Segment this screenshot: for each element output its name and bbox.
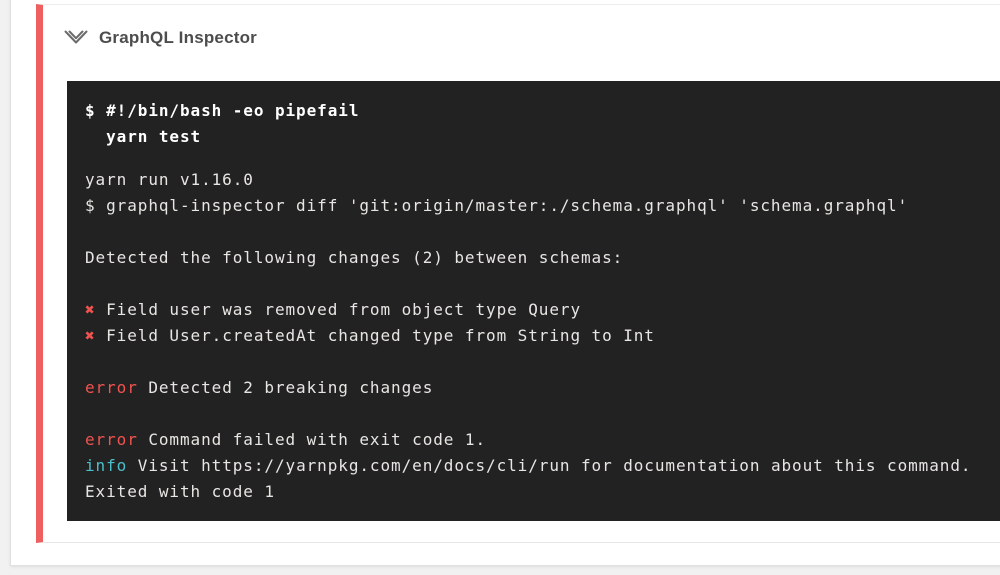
terminal-output-line: yarn run v1.16.0 [85,170,254,189]
terminal-command-line: $ #!/bin/bash -eo pipefail [85,101,360,120]
terminal-output-line: Exited with code 1 [85,482,275,501]
terminal-output-line: ✖ Field User.createdAt changed type from… [85,326,655,345]
terminal-blank-line [85,349,1000,375]
build-step-card: GraphQL Inspector $ #!/bin/bash -eo pipe… [10,0,1000,566]
terminal-blank-line [85,219,1000,245]
step-title: GraphQL Inspector [99,28,258,47]
failed-step-section: GraphQL Inspector $ #!/bin/bash -eo pipe… [36,4,1000,543]
terminal-output-line: error Detected 2 breaking changes [85,378,434,397]
chevron-double-down-icon[interactable] [64,26,88,47]
terminal-command-block: $ #!/bin/bash -eo pipefail yarn test [85,98,1000,150]
terminal-output-block: yarn run v1.16.0 $ graphql-inspector diff… [85,167,1000,505]
terminal-blank-line [85,271,1000,297]
terminal-output-line: error Command failed with exit code 1. [85,430,487,449]
terminal-output: $ #!/bin/bash -eo pipefail yarn test yar… [67,81,1000,521]
terminal-command-line: yarn test [85,127,202,146]
terminal-output-line: $ graphql-inspector diff 'git:origin/mas… [85,196,909,215]
terminal-blank-line [85,401,1000,427]
terminal-output-line: info Visit https://yarnpkg.com/en/docs/c… [85,456,972,475]
terminal-output-line: Detected the following changes (2) betwe… [85,248,624,267]
terminal-output-line: ✖ Field user was removed from object typ… [85,300,581,319]
step-header[interactable]: GraphQL Inspector [43,5,1000,65]
